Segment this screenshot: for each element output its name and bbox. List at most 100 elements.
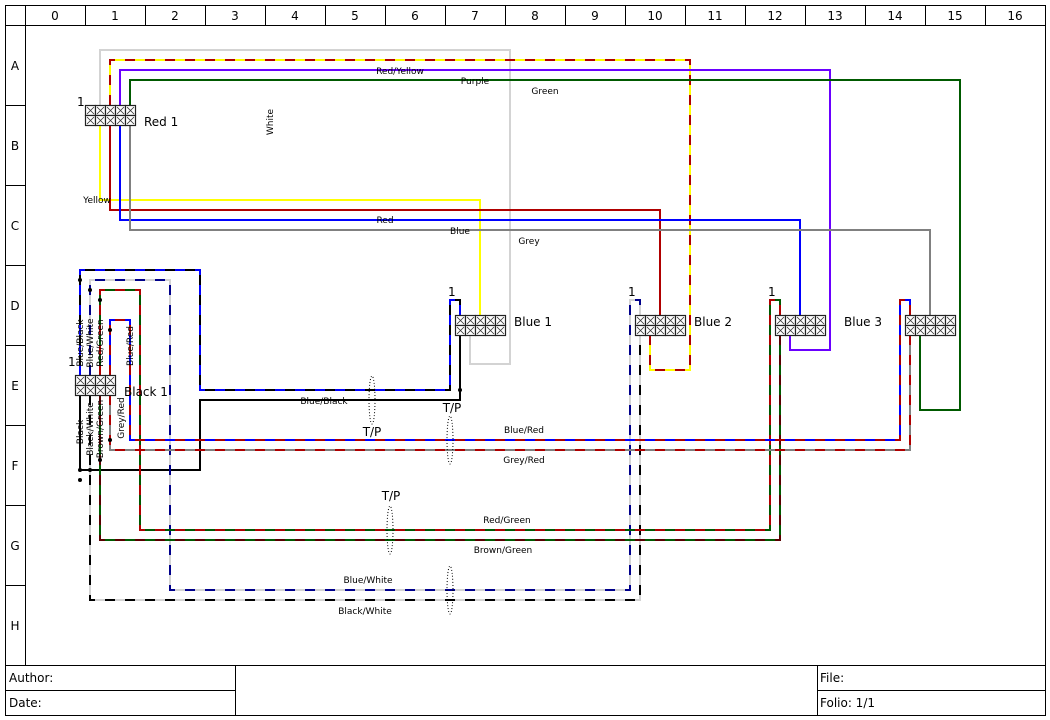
- row-header: B: [11, 139, 19, 153]
- wire-label: Grey/Red: [117, 397, 127, 438]
- junction-dot: [88, 288, 92, 292]
- wire-brown-green: [99, 335, 781, 541]
- column-header: 5: [351, 9, 359, 23]
- wire-label: Blue/White: [343, 576, 393, 586]
- twisted-pair-marker: [386, 505, 394, 555]
- junction-dot: [108, 328, 112, 332]
- column-header: 9: [591, 9, 599, 23]
- row-header: D: [10, 299, 19, 313]
- column-header: 13: [827, 9, 842, 23]
- connector-pin-number: 1: [628, 285, 636, 299]
- wire-yellow: [99, 125, 481, 315]
- wire-label: Brown/Green: [96, 400, 106, 459]
- twisted-pair-marker: [368, 375, 376, 425]
- wire-label: Grey: [518, 237, 540, 247]
- column-header: 12: [767, 9, 782, 23]
- wire-label: Blue/Red: [504, 426, 544, 436]
- wire-label: Black: [76, 419, 86, 444]
- connector-name: Red 1: [144, 115, 178, 129]
- date-label: Date:: [9, 696, 42, 710]
- twisted-pair-label: T/P: [362, 425, 382, 439]
- row-header: A: [11, 59, 20, 73]
- folio-label: Folio: 1/1: [820, 696, 875, 710]
- wire-label: Grey/Red: [503, 456, 544, 466]
- column-header: 1: [111, 9, 119, 23]
- file-label: File:: [820, 671, 844, 685]
- wire-blue-white: [89, 279, 641, 591]
- connector-name: Black 1: [124, 385, 168, 399]
- twisted-pair-marker: [446, 565, 454, 615]
- wire-label: Red/Green: [483, 516, 530, 526]
- connector-name: Blue 2: [694, 315, 732, 329]
- junction-dot: [98, 458, 102, 462]
- wire-label: Yellow: [82, 196, 111, 206]
- twisted-pair-label: T/P: [381, 489, 401, 503]
- connector-blue3[interactable]: Blue 3 1: [768, 285, 882, 337]
- column-header: 2: [171, 9, 179, 23]
- column-header: 11: [707, 9, 722, 23]
- wire-label: Blue/White: [86, 318, 96, 368]
- column-header: 10: [647, 9, 662, 23]
- connector-red1[interactable]: Red 1 1: [77, 95, 178, 129]
- wire-label: Blue: [450, 227, 470, 237]
- column-header: 4: [291, 9, 299, 23]
- column-header: 7: [471, 9, 479, 23]
- author-label: Author:: [9, 671, 53, 685]
- connector-name: Blue 1: [514, 315, 552, 329]
- title-block: Author: Date: File: Folio: 1/1: [9, 671, 875, 710]
- connector-pin-number: 1: [77, 95, 85, 109]
- wire-red-green: [99, 289, 781, 531]
- junction-dot: [88, 468, 92, 472]
- connector-unnamed[interactable]: [904, 314, 957, 337]
- twisted-pair-marker: [446, 415, 454, 465]
- wire-label: Blue/Black: [300, 397, 348, 407]
- connector-blue2[interactable]: Blue 2 1: [628, 285, 732, 337]
- wire-blue: [119, 125, 801, 315]
- row-header: H: [10, 619, 19, 633]
- wire-label: Blue/Black: [76, 319, 86, 367]
- column-header: 3: [231, 9, 239, 23]
- connector-pin-number: 1: [68, 355, 76, 369]
- wire-label: Red: [376, 216, 393, 226]
- connector-black1[interactable]: Black 1 1: [68, 355, 168, 399]
- column-header: 8: [531, 9, 539, 23]
- connector-blue1[interactable]: Blue 1 1: [448, 285, 552, 337]
- wire-white: [99, 49, 511, 365]
- wire-label: Black/White: [338, 607, 392, 617]
- row-header: F: [12, 459, 19, 473]
- wire-label: Red/Green: [96, 319, 106, 366]
- connector-pin-number: 1: [448, 285, 456, 299]
- wire-purple: [119, 69, 831, 351]
- row-header: E: [11, 379, 19, 393]
- wire-labels: Red/YellowPurpleGreenWhiteYellowRedBlueG…: [76, 67, 559, 617]
- wire-grey-red: [109, 335, 911, 451]
- junction-dot: [108, 438, 112, 442]
- column-header: 0: [51, 9, 59, 23]
- row-header: C: [11, 219, 19, 233]
- column-header: 14: [887, 9, 902, 23]
- row-header: G: [10, 539, 19, 553]
- wire-grey: [129, 125, 931, 315]
- wire-green: [129, 79, 961, 411]
- wires: [78, 49, 961, 601]
- wire-red: [109, 125, 661, 315]
- column-header: 6: [411, 9, 419, 23]
- connector-name: Blue 3: [844, 315, 882, 329]
- twisted-pairs: T/P T/P T/P: [362, 375, 462, 615]
- junction-dot: [458, 388, 462, 392]
- wire-blue-black: [79, 269, 461, 391]
- wire-label: Red/Yellow: [376, 67, 424, 77]
- junction-dot: [78, 468, 82, 472]
- wire-red-yellow: [109, 59, 691, 371]
- connector-pin-number: 1: [768, 285, 776, 299]
- wire-label: Brown/Green: [474, 546, 533, 556]
- column-header: 16: [1007, 9, 1022, 23]
- twisted-pair-label: T/P: [442, 401, 462, 415]
- junction-dot: [98, 298, 102, 302]
- wire-label: White: [266, 108, 276, 135]
- border: [5, 5, 1046, 716]
- junction-dot: [78, 278, 82, 282]
